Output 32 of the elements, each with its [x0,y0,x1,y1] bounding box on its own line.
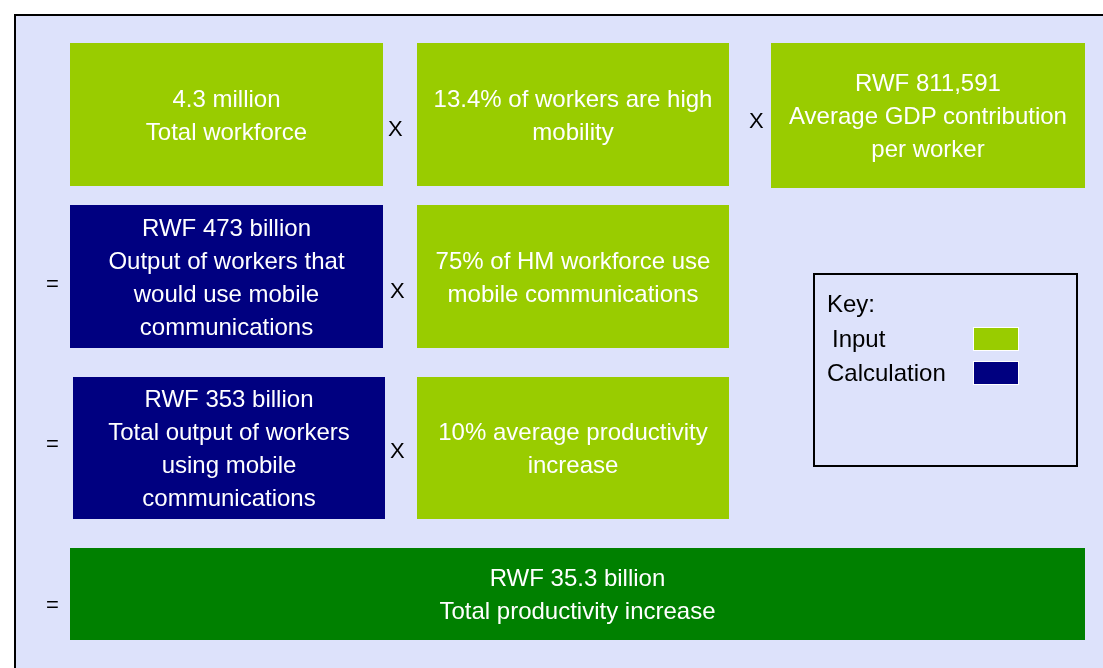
box-text: RWF 473 billion [142,212,311,243]
box-text: Total productivity increase [439,596,716,626]
box-text: 10% average productivity increase [437,417,709,480]
input-box [417,43,729,186]
result-box [70,548,1085,640]
input-box [417,377,729,519]
input-box [771,43,1085,188]
operator-sign: X [388,116,403,142]
operator-sign: = [46,431,59,457]
box-text: RWF 353 billion [144,384,314,414]
box-text: 13.4% of workers are high mobility [432,83,714,147]
operator-sign: = [46,592,59,618]
key-heading: Key: [827,289,876,319]
box-text: 4.3 million [172,83,281,114]
legend-label: Calculation [827,359,946,387]
box-text: RWF 811,591 [855,68,1001,98]
calculation-box [73,377,385,519]
input-box [70,43,383,186]
box-text: RWF 35.3 billion [489,563,666,593]
box-text: Average GDP contribution per worker [788,101,1068,164]
box-text: Total output of workers using mobile communications [107,417,351,513]
operator-sign: X [390,278,405,304]
operator-sign: X [390,438,405,464]
box-text: Output of workers that would use mobile communications [107,245,346,342]
operator-sign: = [46,271,59,297]
input-box [417,205,729,348]
box-text: Total workforce [145,116,308,147]
key-box [813,273,1078,467]
calculation-box [70,205,383,348]
box-text: 75% of HM workforce use mobile communications [434,245,712,309]
operator-sign: X [749,108,764,134]
legend-label: Input [832,325,886,353]
